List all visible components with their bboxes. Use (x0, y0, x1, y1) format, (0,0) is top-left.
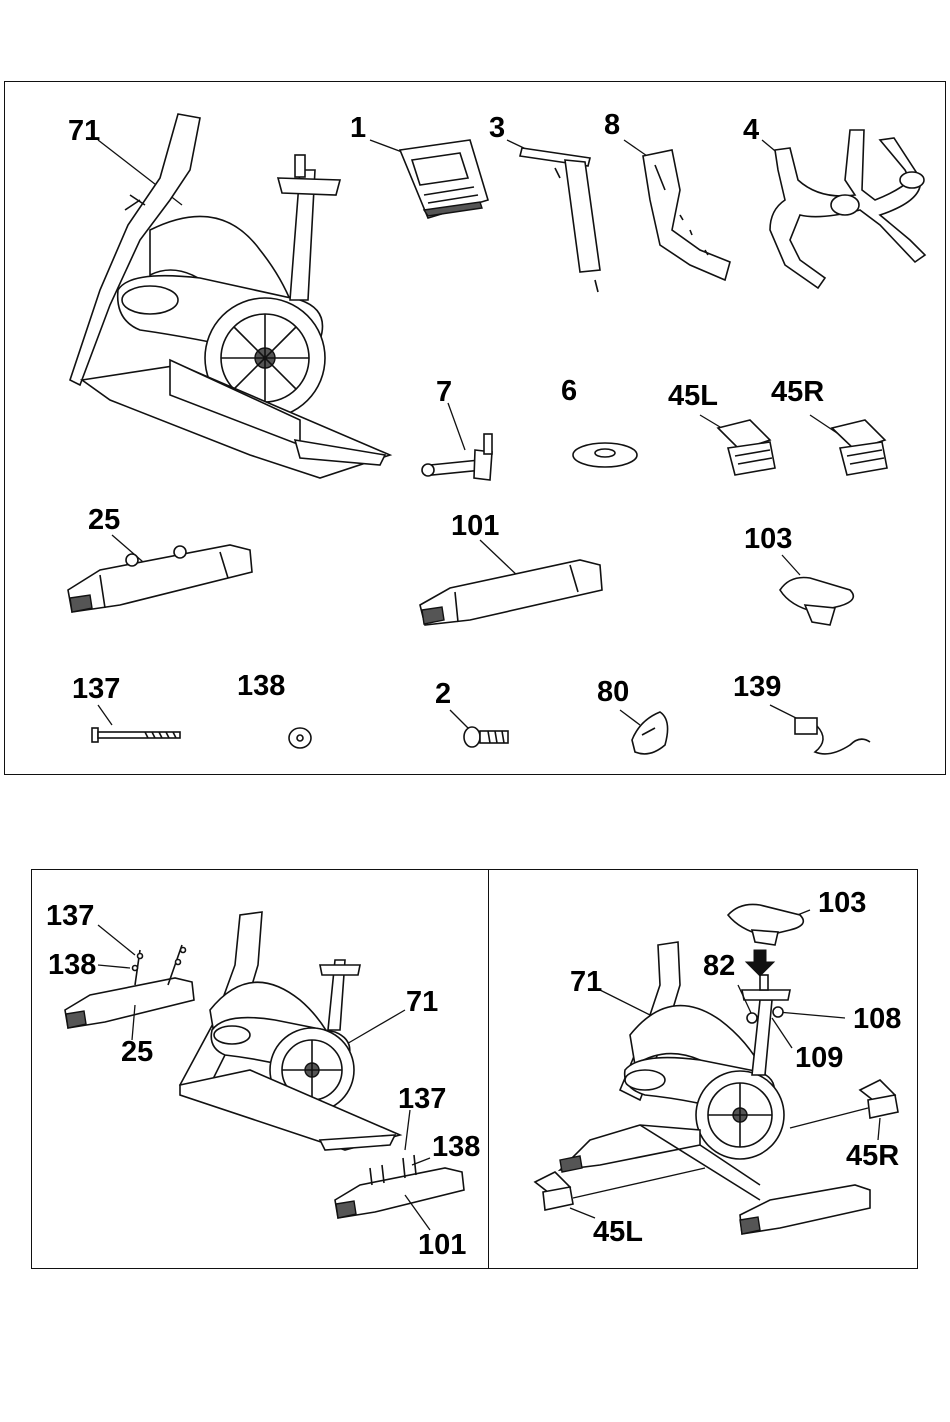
step2-label-82: 82 (703, 952, 735, 981)
step2-label-pedal-left: 45L (593, 1218, 643, 1247)
step2-label-108: 108 (853, 1005, 901, 1034)
step2-label-frame: 71 (570, 968, 602, 997)
step2-seat-illustration (728, 904, 810, 976)
step2-label-109: 109 (795, 1044, 843, 1073)
step2-pedal-right-illustration (790, 1080, 898, 1140)
step2-label-pedal-right: 45R (846, 1142, 899, 1171)
step2-label-seat: 103 (818, 889, 866, 918)
step2-pedal-left-illustration (535, 1168, 705, 1218)
